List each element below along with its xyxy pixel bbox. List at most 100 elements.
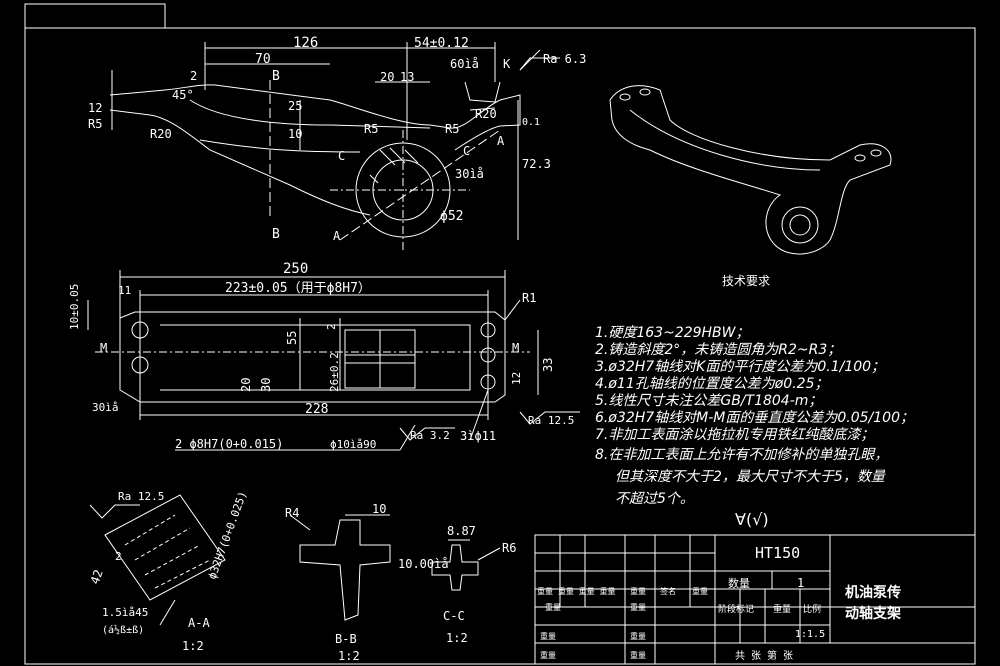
c-label-left: C <box>338 149 345 163</box>
section-bb-outline <box>299 519 391 621</box>
front-outline <box>119 311 506 403</box>
req-8-cont2: 不超过5个。 <box>615 491 694 507</box>
section-line-a <box>339 129 501 241</box>
dim-250-text: 250 <box>283 261 308 277</box>
stage-label: 阶段标记 <box>718 603 754 615</box>
section-aa-outline <box>104 494 226 601</box>
req-2: 2.铸造斜度2°，未铸造圆角为R2~R3； <box>595 342 842 358</box>
iso-edge <box>629 109 821 171</box>
section-aa-labels: Ra 12.5 42 2 ϕ32H7(0+0.025) 1.5ìå45 (á½ß… <box>88 489 250 653</box>
dim-25-text: 25 <box>288 99 302 113</box>
corner-code-box <box>24 3 166 29</box>
arm-inner <box>189 99 431 129</box>
angle-45-text: 45° <box>172 88 194 102</box>
ra-symbol <box>519 57 560 71</box>
dim-100-text: 10.00ìå <box>398 557 449 571</box>
dim-20-front-text: 20 <box>239 378 253 392</box>
dim-228-text: 228 <box>305 402 328 417</box>
iso-bore-inner <box>789 214 811 236</box>
arm-inner2 <box>199 139 361 153</box>
req-8-cont: 但其深度不大于2，最大尺寸不大于5，数量 <box>615 469 885 485</box>
r20-right-text: R20 <box>475 107 497 121</box>
section-cc-labels: 8.87 R6 10.00ìå C-C 1:2 <box>398 524 516 645</box>
pin-spec-text: 2 ϕ8H7(0+0.015) <box>175 437 283 451</box>
dim-42-text: 42 <box>88 568 106 586</box>
front-view <box>87 270 580 451</box>
section-bb-labels: R4 10 B-B 1:2 <box>285 502 386 663</box>
dim-12-front-text: 12 <box>510 372 523 385</box>
row-label-a: 重量 重量 重量 重量 <box>537 586 615 596</box>
r1-text: R1 <box>522 291 536 305</box>
ra63-text: Ra 6.3 <box>543 52 586 66</box>
a-label-top: A <box>497 134 505 148</box>
req-5: 5.线性尺寸未注公差GB/T1804-m； <box>595 393 823 409</box>
section-b-b <box>289 514 391 621</box>
b-label-bottom: B <box>272 227 280 242</box>
weight-label: 重量 <box>773 603 791 615</box>
fork <box>464 81 501 111</box>
top-view-labels: 126 54±0.12 70 20 13 60ìå K Ra 6.3 B B 2… <box>88 35 586 243</box>
front-view-labels: 250 223±0.05（用于ϕ8H7） 11 10±0.05 M M 55 2… <box>68 261 574 451</box>
dim-11-text: 11 <box>118 284 131 297</box>
part-name-line2: 动轴支架 <box>845 605 901 622</box>
dim-33-text: 33 <box>541 358 555 372</box>
front-hub-lines <box>345 330 415 388</box>
dim-70-text: 70 <box>255 52 271 67</box>
cell-f: 重量 <box>630 631 646 641</box>
dim-12-text: 12 <box>88 101 102 115</box>
cc-scale: 1:2 <box>446 631 468 645</box>
scale-label: 比例 <box>803 603 821 615</box>
row-label-b: 重量 <box>630 586 646 596</box>
cell-e: 重量 <box>630 602 646 612</box>
sheet-border <box>24 27 976 665</box>
dim-223-text: 223±0.05（用于ϕ8H7） <box>225 281 371 296</box>
dim-126-text: 126 <box>293 35 318 51</box>
c-label-right: C <box>463 144 470 158</box>
dim-2-front-text: 2 <box>325 323 338 330</box>
r6-leader <box>477 547 501 561</box>
ra125-aa-text: Ra 12.5 <box>118 490 164 503</box>
dim-72-text: 72.3 <box>522 157 551 171</box>
a-label-bottom: A <box>333 229 341 243</box>
dim-60-text: 60ìå <box>450 57 479 71</box>
angle-30-front-text: 30ìå <box>92 401 119 414</box>
section-aa-hatch <box>124 514 211 589</box>
arm-outline-lower <box>109 109 371 216</box>
m-label-left: M <box>100 341 107 355</box>
req-7: 7.非加工表面涂以拖拉机专用铁红纯酸底漆； <box>595 427 875 443</box>
ra125-symbol <box>519 411 580 425</box>
iso-hole-1 <box>619 93 631 101</box>
r5-left-text: R5 <box>88 117 102 131</box>
aa-label: A-A <box>188 616 210 630</box>
ra125-aa-symbol <box>89 504 140 519</box>
req-4: 4.ø11孔轴线的位置度公差为ø0.25； <box>595 376 829 392</box>
b-label-top: B <box>272 69 280 84</box>
bb-label: B-B <box>335 632 357 646</box>
r20-left-text: R20 <box>150 127 172 141</box>
r4-leader <box>289 514 311 531</box>
iso-outline <box>609 85 892 255</box>
title-block-text: HT150 机油泵传 动轴支架 数量 1 阶段标记 重量 比例 1:1.5 共 … <box>537 544 901 662</box>
dim-30-front-text: 30 <box>259 378 273 392</box>
iso-hole-3 <box>854 154 866 162</box>
roughness-symbol: ∀(√) <box>735 510 769 529</box>
row-label-d: 重量 <box>692 586 708 596</box>
ra125-front-text: Ra 12.5 <box>528 414 574 427</box>
dim-13-text: 13 <box>400 70 414 84</box>
r1-leader <box>504 299 521 321</box>
pin-spec-2-text: ϕ10ìå90 <box>330 438 376 451</box>
dim-55-text: 55 <box>285 331 299 345</box>
aa-leader <box>159 599 176 626</box>
scale-value: 1:1.5 <box>795 629 825 640</box>
boss-hatch <box>369 147 419 184</box>
r6-text: R6 <box>502 541 516 555</box>
front-rib <box>160 324 471 391</box>
section-cc-outline <box>431 544 479 591</box>
req-1: 1.硬度163~229HBW； <box>595 325 750 341</box>
iso-bore <box>781 206 819 244</box>
dim-54-text: 54±0.12 <box>414 36 469 51</box>
angle-30-text: 30ìå <box>455 167 484 181</box>
dim-887-text: 8.87 <box>447 524 476 538</box>
aa-scale: 1:2 <box>182 639 204 653</box>
dim-20-text: 20 <box>380 70 394 84</box>
